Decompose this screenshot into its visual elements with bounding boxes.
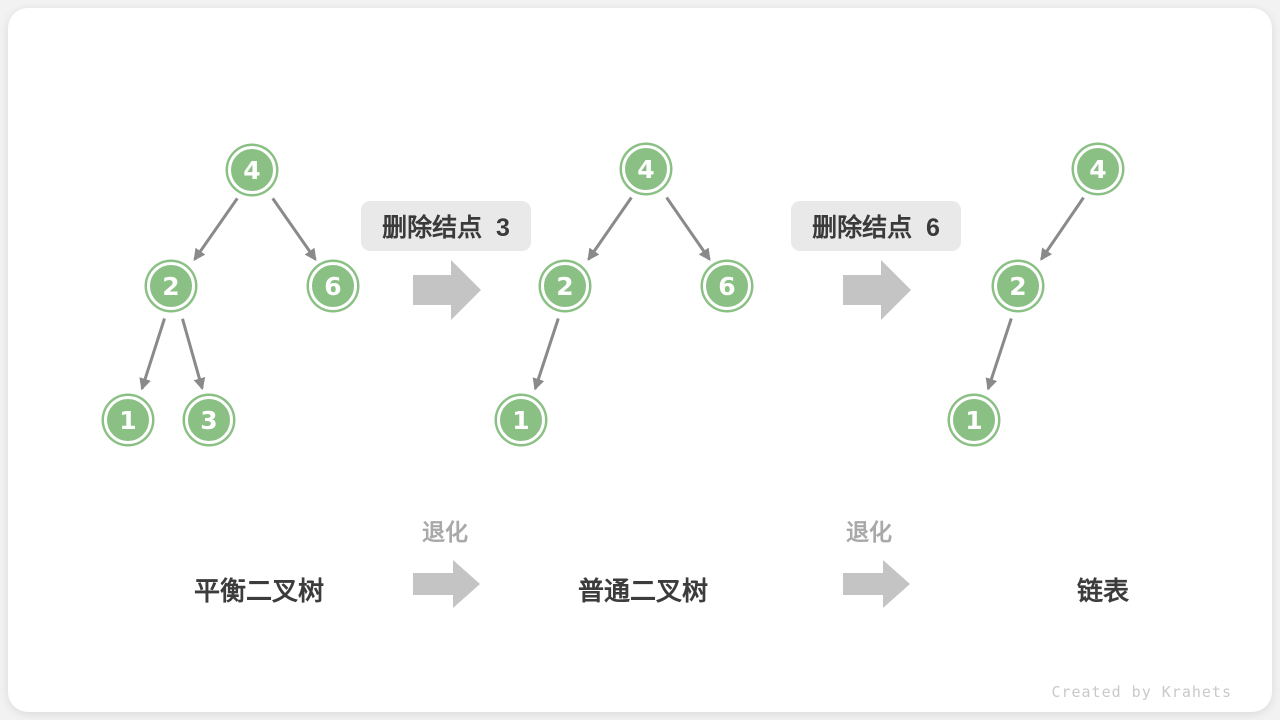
tree-node: 1	[950, 396, 998, 444]
tree-node: 3	[185, 396, 233, 444]
watermark-credit: Created by Krahets	[1051, 683, 1232, 701]
tree-node: 6	[703, 262, 751, 310]
tree-edge	[985, 318, 1013, 391]
step-label-delete-node-3: 删除结点 3	[361, 201, 531, 251]
caption-balanced-binary-tree: 平衡二叉树	[193, 576, 325, 606]
tree-edge	[181, 318, 206, 391]
tree-edge	[139, 318, 166, 391]
caption-linked-list: 链表	[1076, 576, 1130, 606]
edges-and-arrows-layer	[139, 196, 1085, 608]
tree-edge	[1040, 196, 1085, 261]
tree-edge	[665, 196, 711, 261]
tree-node: 2	[147, 262, 195, 310]
tree-node: 6	[309, 262, 357, 310]
tree-node: 1	[497, 396, 545, 444]
caption-ordinary-binary-tree: 普通二叉树	[577, 576, 709, 606]
tree-node: 4	[228, 146, 276, 194]
tree-edge	[532, 318, 560, 391]
tree-node: 4	[622, 145, 670, 193]
degrade-label: 退化	[846, 519, 892, 545]
tree-edge	[587, 196, 633, 261]
tree-node: 4	[1074, 145, 1122, 193]
tree-edge	[271, 197, 317, 261]
degrade-arrow-icon	[843, 560, 910, 608]
tree-node: 1	[104, 396, 152, 444]
tree-node: 2	[994, 262, 1042, 310]
step-arrow-icon	[843, 260, 911, 320]
tree-edge	[193, 197, 239, 261]
step-label-delete-node-6: 删除结点 6	[791, 201, 961, 251]
degrade-arrow-icon	[413, 560, 480, 608]
degrade-label: 退化	[422, 519, 468, 545]
diagram-card: 4 2 6 1 3 4 2 6 1 4 2 1 删除结点 3 删除结点 6 退化…	[8, 8, 1272, 712]
step-arrow-icon	[413, 260, 481, 320]
tree-node: 2	[541, 262, 589, 310]
